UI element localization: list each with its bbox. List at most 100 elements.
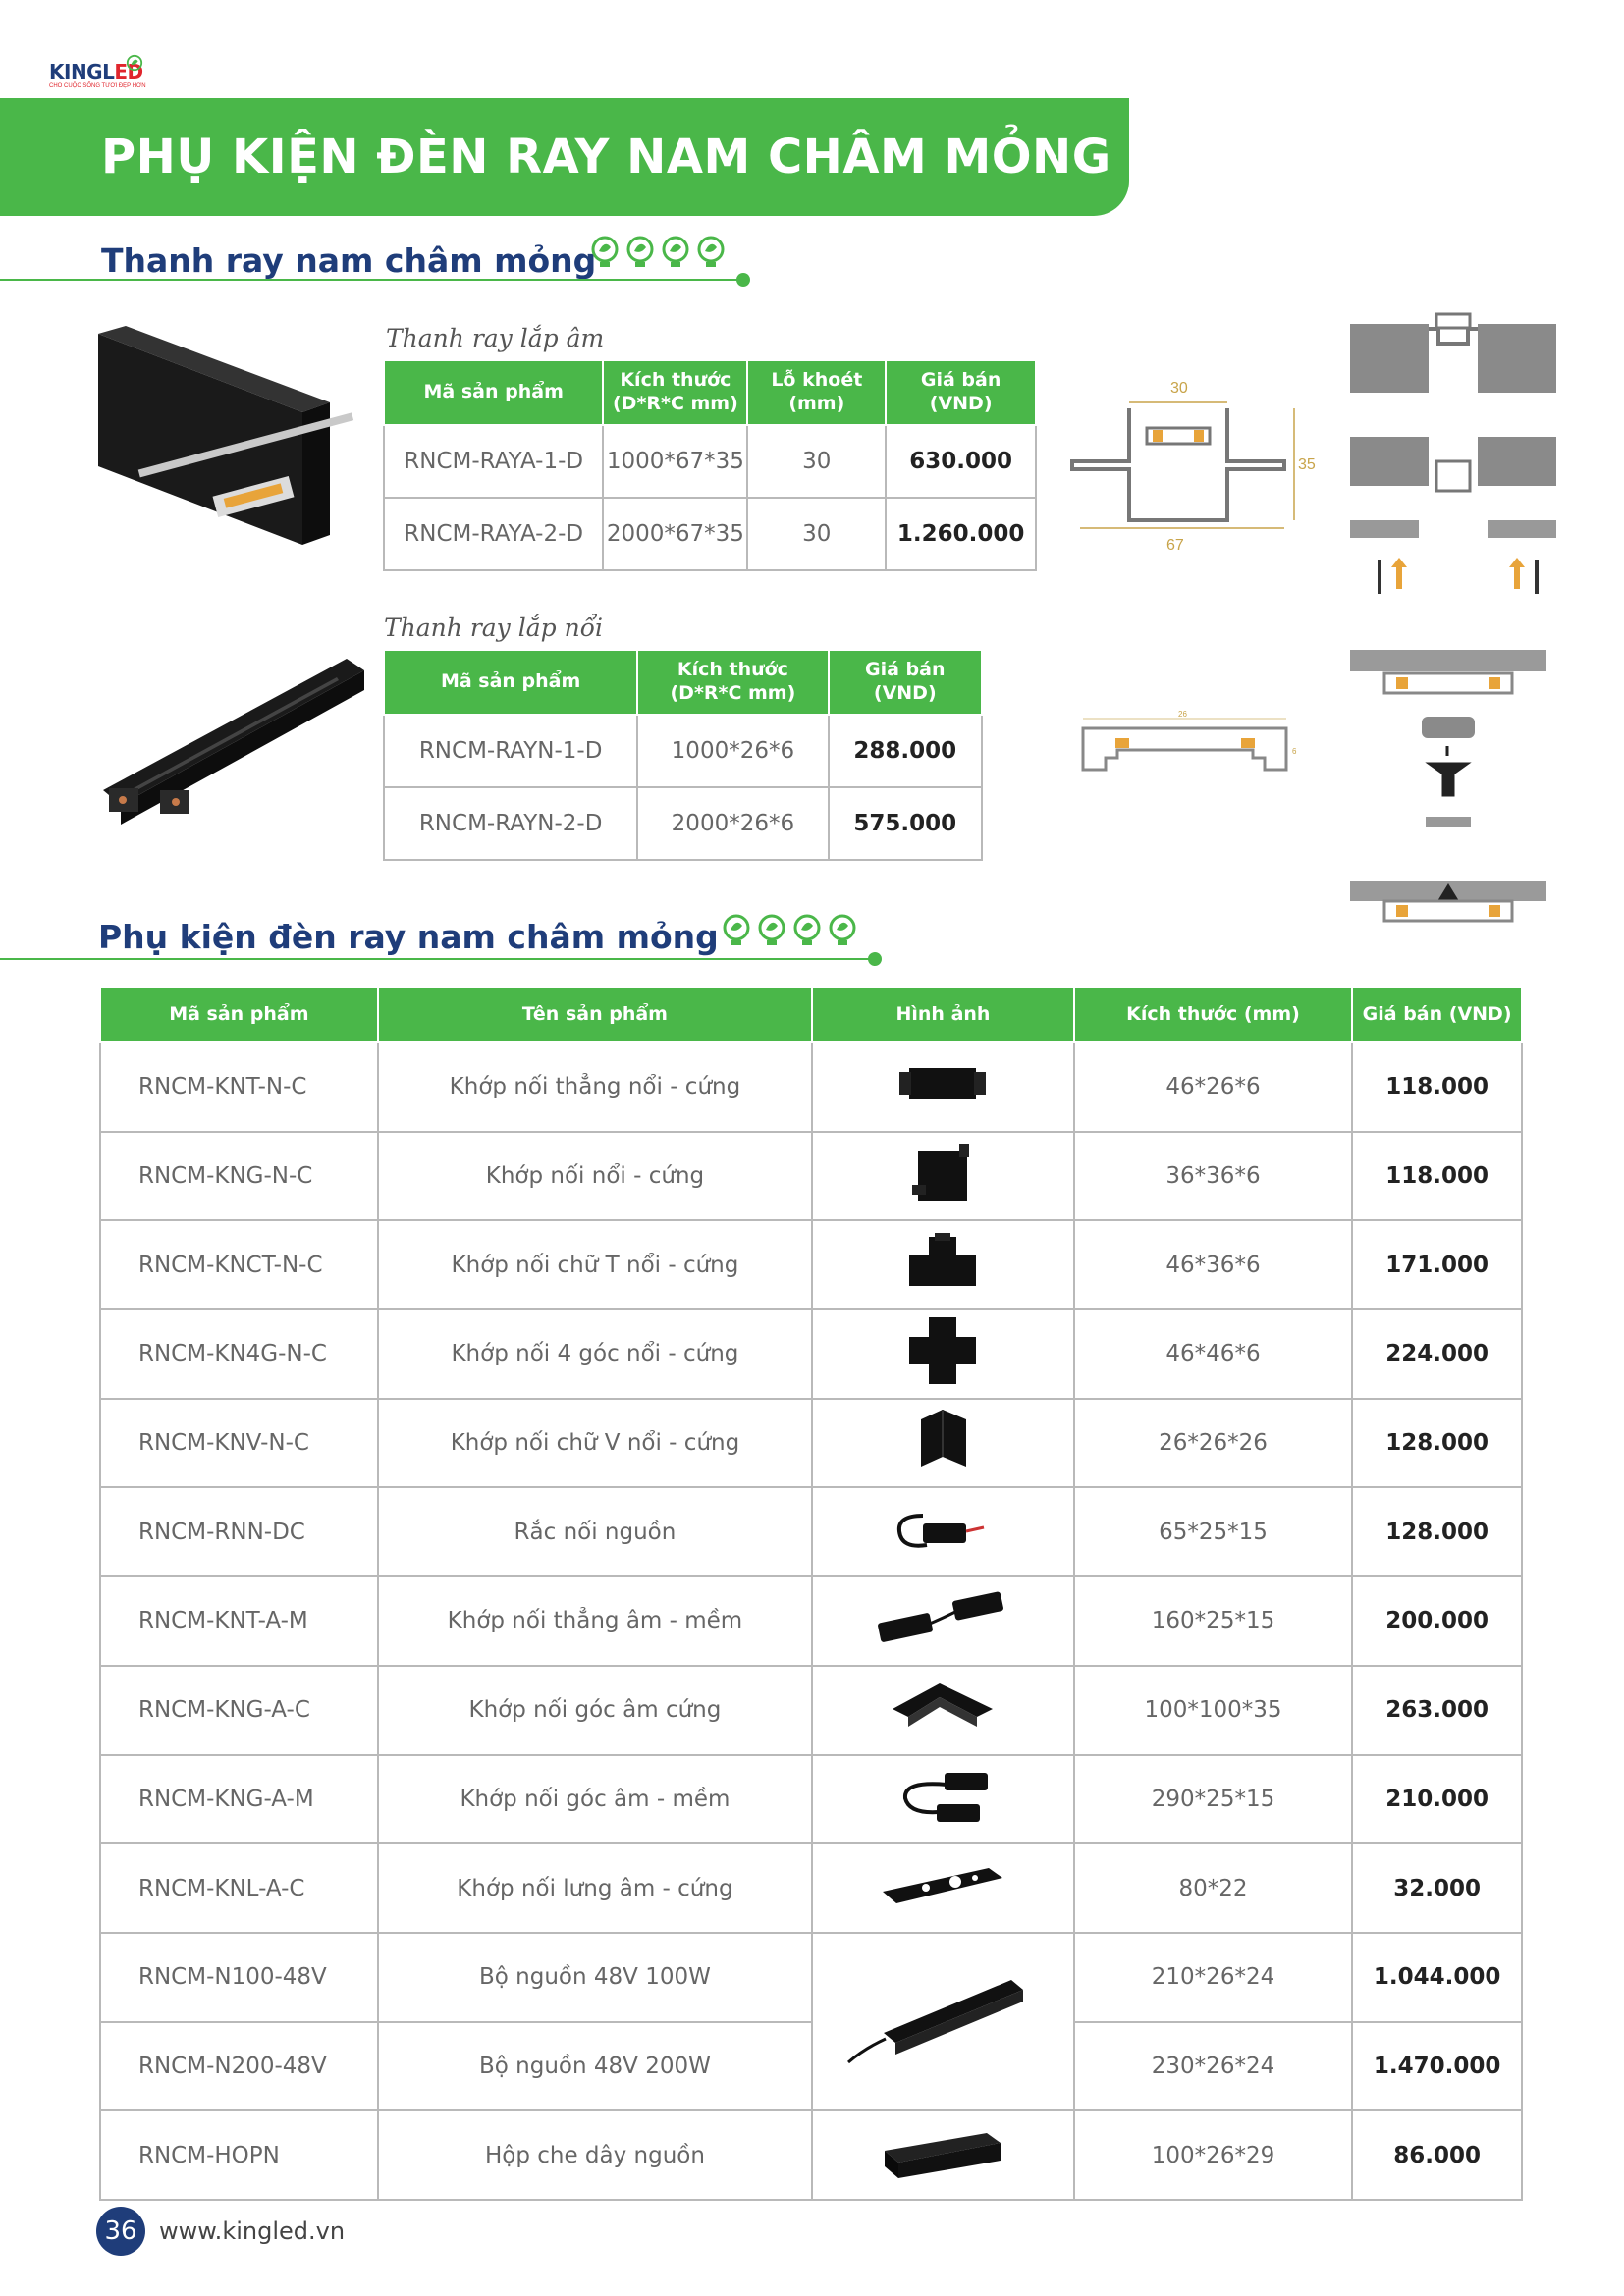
cable-cover-box-image: [885, 2132, 1001, 2178]
table-row: RNCM-HOPN Hộp che dây nguồn 100*26*29 86…: [99, 2109, 1523, 2201]
col-header: Tên sản phẩm: [376, 987, 814, 1043]
table-row: RNCM-KNCT-N-C Khớp nối chữ T nổi - cứng …: [99, 1219, 1523, 1311]
product-image: [811, 1931, 1075, 2112]
cross-connector-image: [909, 1317, 977, 1385]
straight-connector-image: [899, 1068, 987, 1100]
table-row: RNCM-RAYN-1-D 1000*26*6 288.000: [382, 714, 984, 788]
recessed-rail-image: [98, 326, 354, 545]
product-name: Bộ nguồn 48V 100W: [376, 1931, 814, 2023]
dim-width: 26: [1178, 710, 1187, 719]
product-image: [811, 1308, 1075, 1400]
bulb-leaf-icon: [662, 236, 689, 267]
dimensions: 290*25*15: [1072, 1753, 1354, 1845]
product-image: [811, 1575, 1075, 1667]
product-code: RNCM-RAYA-1-D: [382, 424, 605, 499]
leaf-icon: [126, 54, 143, 72]
product-code: RNCM-KNL-A-C: [99, 1842, 379, 1934]
product-name: Khớp nối nổi - cứng: [376, 1130, 814, 1222]
product-image: [811, 1130, 1075, 1222]
price: 86.000: [1351, 2109, 1523, 2201]
dimensions: 100*100*35: [1072, 1664, 1354, 1756]
product-name: Khớp nối thẳng nổi - cứng: [376, 1041, 814, 1133]
dimensions: 210*26*24: [1072, 1931, 1354, 2023]
product-image: [811, 2109, 1075, 2201]
price: 128.000: [1351, 1486, 1523, 1578]
surface-rail-table: Mã sản phẩm Kích thước (D*R*C mm) Giá bá…: [382, 649, 984, 861]
surface-install-diagram: [1350, 650, 1546, 923]
table-row: RNCM-RAYA-2-D 2000*67*35 30 1.260.000: [382, 497, 1037, 571]
table-row: RNCM-KNT-N-C Khớp nối thẳng nổi - cứng 4…: [99, 1041, 1523, 1133]
price: 288.000: [827, 714, 984, 788]
price: 118.000: [1351, 1041, 1523, 1133]
back-plate-connector-image: [883, 1867, 1003, 1903]
product-code: RNCM-RAYN-2-D: [382, 786, 639, 861]
kingled-logo: KINGLED CHO CUỘC SỐNG TƯƠI ĐẸP HƠN: [49, 54, 157, 95]
section-heading-accessories: Phụ kiện đèn ray nam châm mỏng: [98, 914, 884, 977]
product-name: Khớp nối 4 góc nổi - cứng: [376, 1308, 814, 1400]
table-row: RNCM-RAYN-2-D 2000*26*6 575.000: [382, 786, 984, 861]
price: 1.470.000: [1351, 2020, 1523, 2112]
product-code: RNCM-RAYN-1-D: [382, 714, 639, 788]
price: 1.260.000: [885, 497, 1037, 571]
product-code: RNCM-HOPN: [99, 2109, 379, 2201]
col-header: Giá bán (VND): [885, 359, 1037, 426]
table-row: RNCM-KN4G-N-C Khớp nối 4 góc nổi - cứng …: [99, 1308, 1523, 1400]
table-row: RNCM-KNG-A-C Khớp nối góc âm cứng 100*10…: [99, 1664, 1523, 1756]
table-row: RNCM-N200-48V Bộ nguồn 48V 200W 230*26*2…: [99, 2020, 1523, 2112]
table-row: RNCM-KNG-A-M Khớp nối góc âm - mềm 290*2…: [99, 1753, 1523, 1845]
corner-connector-image: [912, 1144, 970, 1201]
col-header: Lỗ khoét (mm): [746, 359, 888, 426]
flexible-corner-connector-image: [903, 1772, 989, 1822]
price: 128.000: [1351, 1397, 1523, 1489]
dimensions: 46*26*6: [1072, 1041, 1354, 1133]
dimensions: 26*26*26: [1072, 1397, 1354, 1489]
dimensions: 80*22: [1072, 1842, 1354, 1934]
product-image: [811, 1041, 1075, 1133]
price: 210.000: [1351, 1753, 1523, 1845]
product-code: RNCM-RNN-DC: [99, 1486, 379, 1578]
bulb-leaf-icon: [591, 236, 619, 267]
surface-profile-diagram: 26 6: [1081, 710, 1297, 772]
bulb-leaf-icon: [829, 914, 856, 945]
price: 171.000: [1351, 1219, 1523, 1311]
table-row: RNCM-KNV-N-C Khớp nối chữ V nổi - cứng 2…: [99, 1397, 1523, 1489]
product-name: Khớp nối góc âm - mềm: [376, 1753, 814, 1845]
product-image: [811, 1753, 1075, 1845]
website-link[interactable]: www.kingled.vn: [159, 2217, 346, 2245]
table-row: RNCM-RNN-DC Rắc nối nguồn 65*25*15 128.0…: [99, 1486, 1523, 1578]
product-image: [811, 1486, 1075, 1578]
bulb-leaf-icon: [697, 236, 725, 267]
v-connector-image: [921, 1410, 967, 1468]
col-header: Mã sản phẩm: [382, 649, 639, 716]
col-header: Giá bán (VND): [1351, 987, 1523, 1043]
bulb-leaf-icon: [626, 236, 654, 267]
dimensions: 65*25*15: [1072, 1486, 1354, 1578]
product-code: RNCM-KNG-N-C: [99, 1130, 379, 1222]
logo-tagline: CHO CUỘC SỐNG TƯƠI ĐẸP HƠN: [49, 83, 146, 89]
dimensions: 1000*26*6: [636, 714, 830, 788]
section-underline: [0, 958, 874, 960]
product-code: RNCM-KNG-A-M: [99, 1753, 379, 1845]
price: 200.000: [1351, 1575, 1523, 1667]
price: 575.000: [827, 786, 984, 861]
col-header: Giá bán (VND): [827, 649, 984, 716]
recessed-install-diagram: [1350, 312, 1556, 594]
dim-height: 35: [1298, 456, 1316, 473]
bulb-leaf-icon: [723, 914, 750, 945]
product-code: RNCM-KN4G-N-C: [99, 1308, 379, 1400]
product-image: [811, 1664, 1075, 1756]
price: 224.000: [1351, 1308, 1523, 1400]
recessed-corner-connector-image: [893, 1683, 994, 1728]
price: 630.000: [885, 424, 1037, 499]
col-header: Kích thước (D*R*C mm): [636, 649, 830, 716]
price: 263.000: [1351, 1664, 1523, 1756]
page-number: 36: [96, 2207, 145, 2256]
product-image: [811, 1219, 1075, 1311]
col-header: Mã sản phẩm: [382, 359, 605, 426]
dimensions: 2000*67*35: [602, 497, 749, 571]
cutout: 30: [746, 497, 888, 571]
t-connector-image: [909, 1232, 977, 1286]
dimensions: 1000*67*35: [602, 424, 749, 499]
product-code: RNCM-RAYA-2-D: [382, 497, 605, 571]
dimensions: 46*46*6: [1072, 1308, 1354, 1400]
